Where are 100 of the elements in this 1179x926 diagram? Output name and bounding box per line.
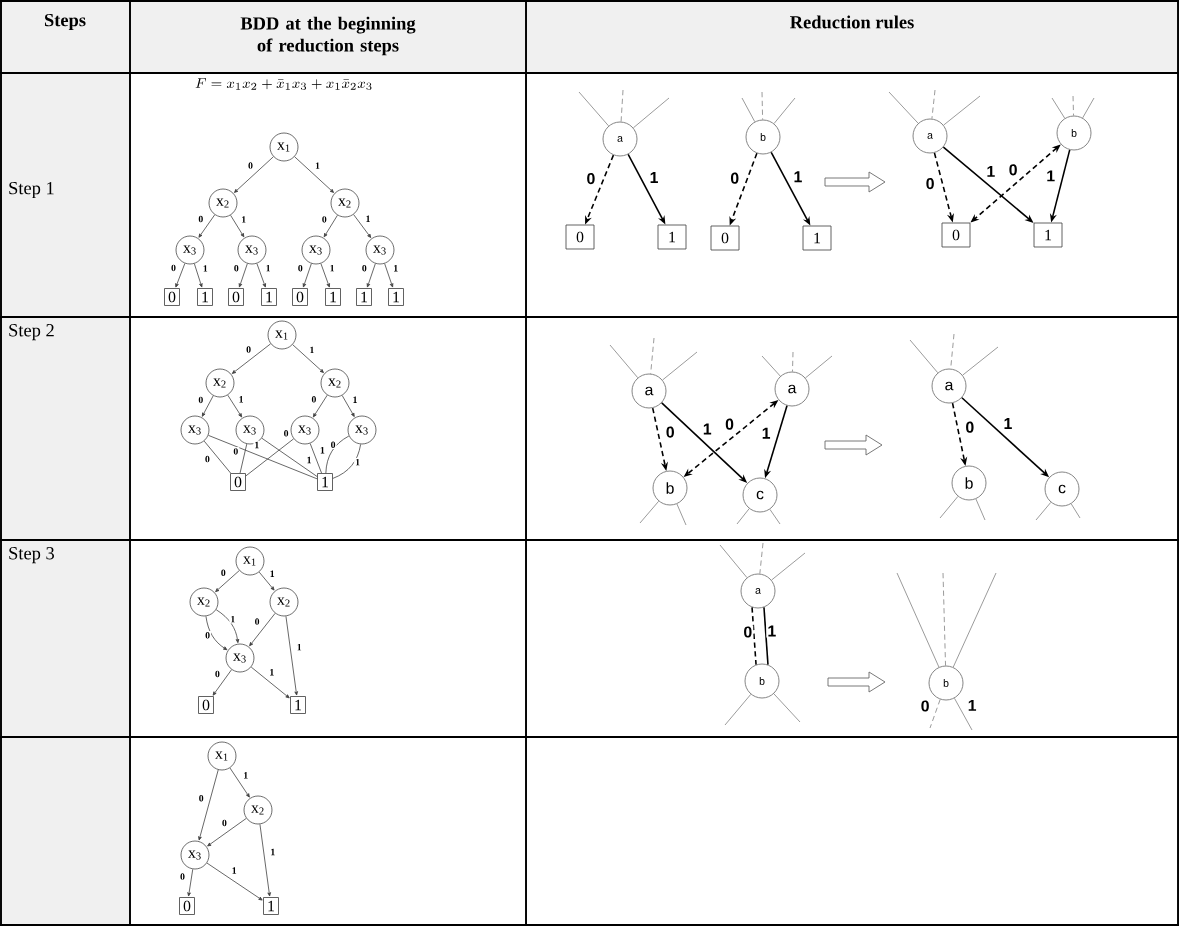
edge-label: 0	[360, 263, 368, 273]
terminal-box: 0	[164, 288, 180, 306]
edge-stub	[609, 344, 639, 379]
edge-label: 0	[585, 171, 597, 186]
edge-arrow	[250, 666, 290, 699]
edge-stub	[896, 572, 940, 668]
variable-node: b	[744, 663, 780, 699]
edge-stub	[792, 351, 794, 372]
variable-node: a	[912, 118, 948, 154]
edge-arrow	[312, 394, 328, 418]
edge-stub	[761, 355, 781, 377]
dashed-line	[751, 606, 757, 666]
edge-label: 0	[232, 263, 240, 273]
edge-line	[261, 437, 318, 477]
edge-label: 0	[742, 625, 754, 639]
edge-label: 0	[247, 161, 254, 170]
edge-arrow	[259, 823, 271, 897]
edge-label: 1	[229, 614, 237, 624]
edge-arrow	[212, 669, 232, 696]
edge-stub	[909, 339, 939, 374]
edge-stub	[773, 97, 796, 124]
variable-node: c	[742, 477, 778, 513]
edge-label: 0	[179, 872, 186, 881]
edge-arrow	[175, 263, 186, 288]
edge-stub	[805, 355, 833, 379]
edge-label: 0	[320, 215, 328, 224]
terminal-box: 1	[317, 473, 333, 491]
edge-stub	[578, 91, 609, 127]
edge-stub	[724, 693, 752, 726]
terminal-box: 0	[941, 222, 971, 248]
edge-stub	[952, 572, 997, 668]
edge-label: 0	[204, 631, 212, 640]
edge-label: 0	[329, 440, 337, 449]
terminal-box: 1	[356, 288, 372, 306]
variable-node: a	[740, 573, 776, 609]
edge-arrow	[207, 818, 247, 847]
edge-label: 0	[253, 617, 261, 626]
variable-node: b	[652, 470, 688, 506]
variable-node: x$_{3}$	[237, 235, 267, 265]
edge-stub	[741, 97, 756, 123]
variable-node: b	[928, 665, 964, 701]
edge-label: 0	[197, 793, 205, 803]
edge-arrow	[292, 344, 324, 373]
column-header: Steps	[45, 13, 86, 31]
edge-stub	[975, 498, 986, 521]
edge-stub	[1070, 503, 1081, 519]
edge-label: 1	[240, 215, 248, 224]
terminal-box: 0	[198, 696, 214, 714]
variable-node: x$_{3}$	[290, 415, 320, 445]
edge-stub	[939, 496, 959, 519]
variable-node: b	[951, 465, 987, 501]
edge-label: 0	[1007, 163, 1019, 177]
edge-line	[208, 434, 318, 480]
edge-stub	[773, 693, 801, 723]
terminal-box: 1	[197, 288, 213, 306]
edge-stub	[954, 697, 973, 731]
edge-label: 1	[792, 170, 804, 184]
edge-arrow	[201, 395, 214, 417]
edge-stub	[929, 699, 941, 729]
edge-arrow	[294, 156, 334, 193]
column-header: Reduction rules	[790, 15, 914, 29]
edge-arrow	[231, 343, 271, 374]
edge-stub	[1035, 501, 1052, 521]
edge-label: 0	[724, 417, 735, 431]
edge-arrow	[320, 263, 330, 288]
variable-node: x$_{3}$	[301, 235, 331, 265]
edge-stub	[676, 503, 687, 526]
edge-label: 0	[729, 171, 741, 185]
edge-stub	[620, 89, 624, 122]
variable-node: a	[931, 368, 967, 404]
edge-line	[325, 435, 350, 474]
variable-node: x$_{3}$	[347, 415, 377, 445]
edge-label: 0	[219, 568, 227, 577]
edge-label: 1	[701, 422, 713, 436]
edge-arrow	[238, 263, 248, 288]
edge-label: 1	[268, 667, 276, 677]
edge-label: 0	[664, 425, 676, 439]
formula: $F=x_1x_2+\bar{x}_1x_3+x_1\bar{x}_2x_3$	[195, 78, 372, 90]
edge-arrow	[230, 214, 245, 238]
variable-node: x$_{2}$	[243, 795, 273, 825]
terminal-box: 1	[261, 288, 277, 306]
edge-arrow	[302, 263, 312, 288]
terminal-box: 0	[710, 225, 740, 251]
edge-label: 0	[964, 420, 976, 434]
edge-arrow	[194, 263, 203, 288]
terminal-box: 0	[292, 288, 308, 306]
terminal-box: 0	[565, 224, 595, 250]
edge-label: 0	[170, 263, 177, 273]
edge-label: 1	[318, 445, 326, 455]
edge-label: 1	[242, 771, 250, 780]
edge-label: 0	[203, 454, 211, 464]
edge-label: 0	[924, 176, 936, 191]
edge-arrow	[215, 570, 240, 593]
edge-label: 1	[351, 395, 359, 404]
edge-label: 1	[985, 164, 997, 178]
variable-node: x$_{3}$	[225, 643, 255, 673]
variable-node: a	[774, 371, 810, 407]
variable-node: x$_{2}$	[320, 368, 350, 398]
edge-stub	[769, 508, 781, 525]
variable-node: b	[745, 119, 781, 155]
